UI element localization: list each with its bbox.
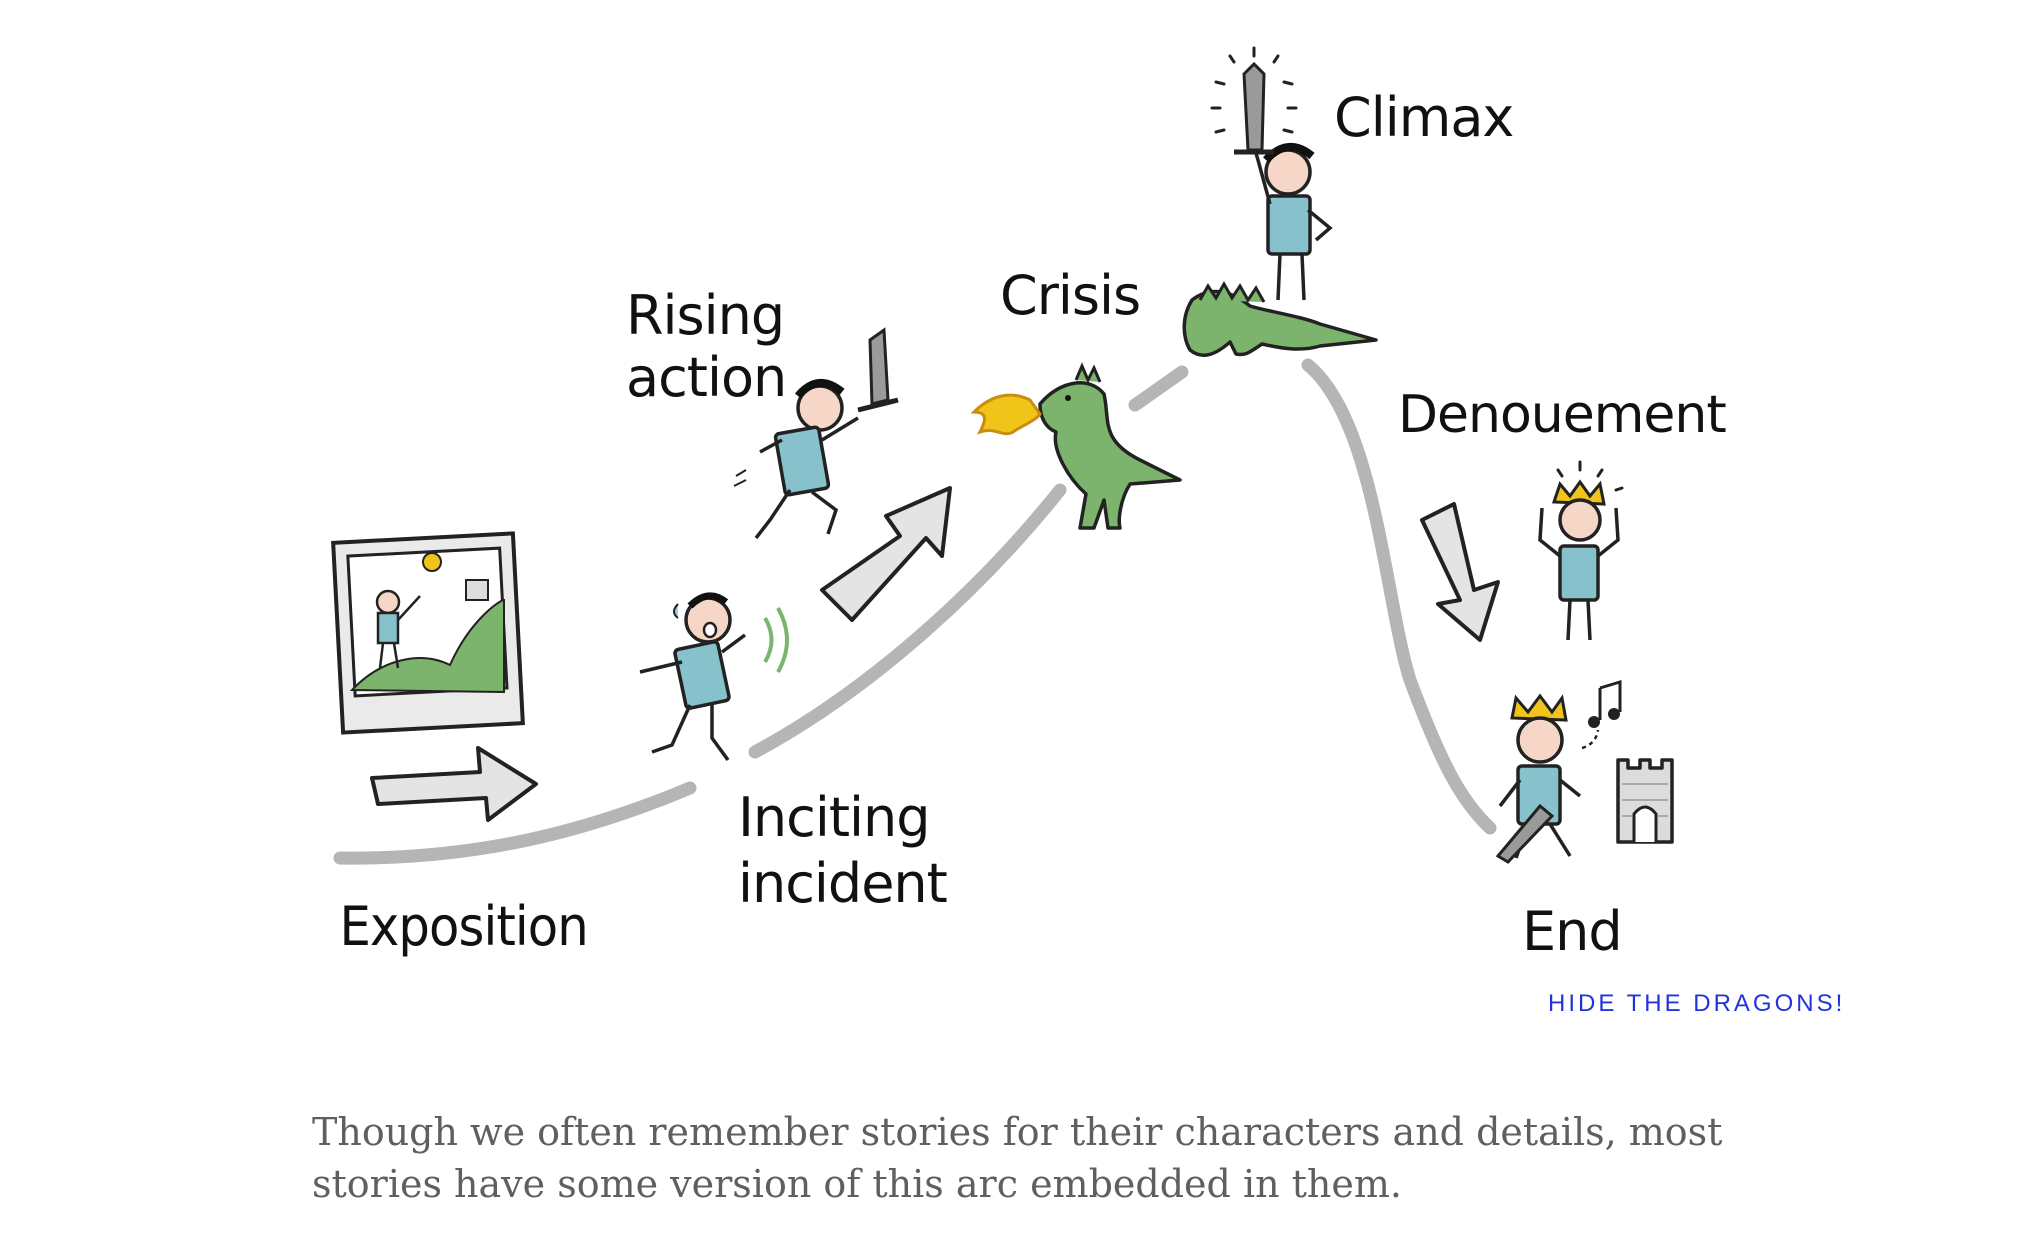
arrow-down-icon: [1420, 502, 1500, 642]
story-arc-line: [333, 358, 1497, 865]
caption-text: Though we often remember stories for the…: [312, 1110, 1723, 1206]
label-inciting-line1: Inciting: [738, 786, 930, 849]
arrow-right-icon: [370, 746, 538, 822]
label-crisis: Crisis: [1000, 264, 1140, 327]
label-climax: Climax: [1334, 86, 1513, 149]
hero-sword-icon: [733, 327, 899, 540]
label-end: End: [1522, 900, 1622, 963]
king-castle-icon: [1495, 679, 1674, 864]
label-rising-line1: Rising: [626, 284, 784, 347]
hero-on-dragon-icon: [1182, 46, 1378, 357]
picture-frame-icon: [331, 531, 525, 735]
label-rising-line2: action: [626, 346, 786, 409]
label-inciting-line2: incident: [738, 852, 947, 915]
crowned-figure-icon: [1538, 460, 1624, 641]
label-exposition: Exposition: [339, 896, 587, 958]
arrow-up-right-icon: [820, 486, 952, 622]
dragon-fire-icon: [970, 362, 1182, 530]
hide-dragons-link[interactable]: HIDE THE DRAGONS!: [1548, 990, 1846, 1017]
label-denouement: Denouement: [1398, 385, 1726, 445]
scared-figure-icon: [639, 592, 789, 762]
